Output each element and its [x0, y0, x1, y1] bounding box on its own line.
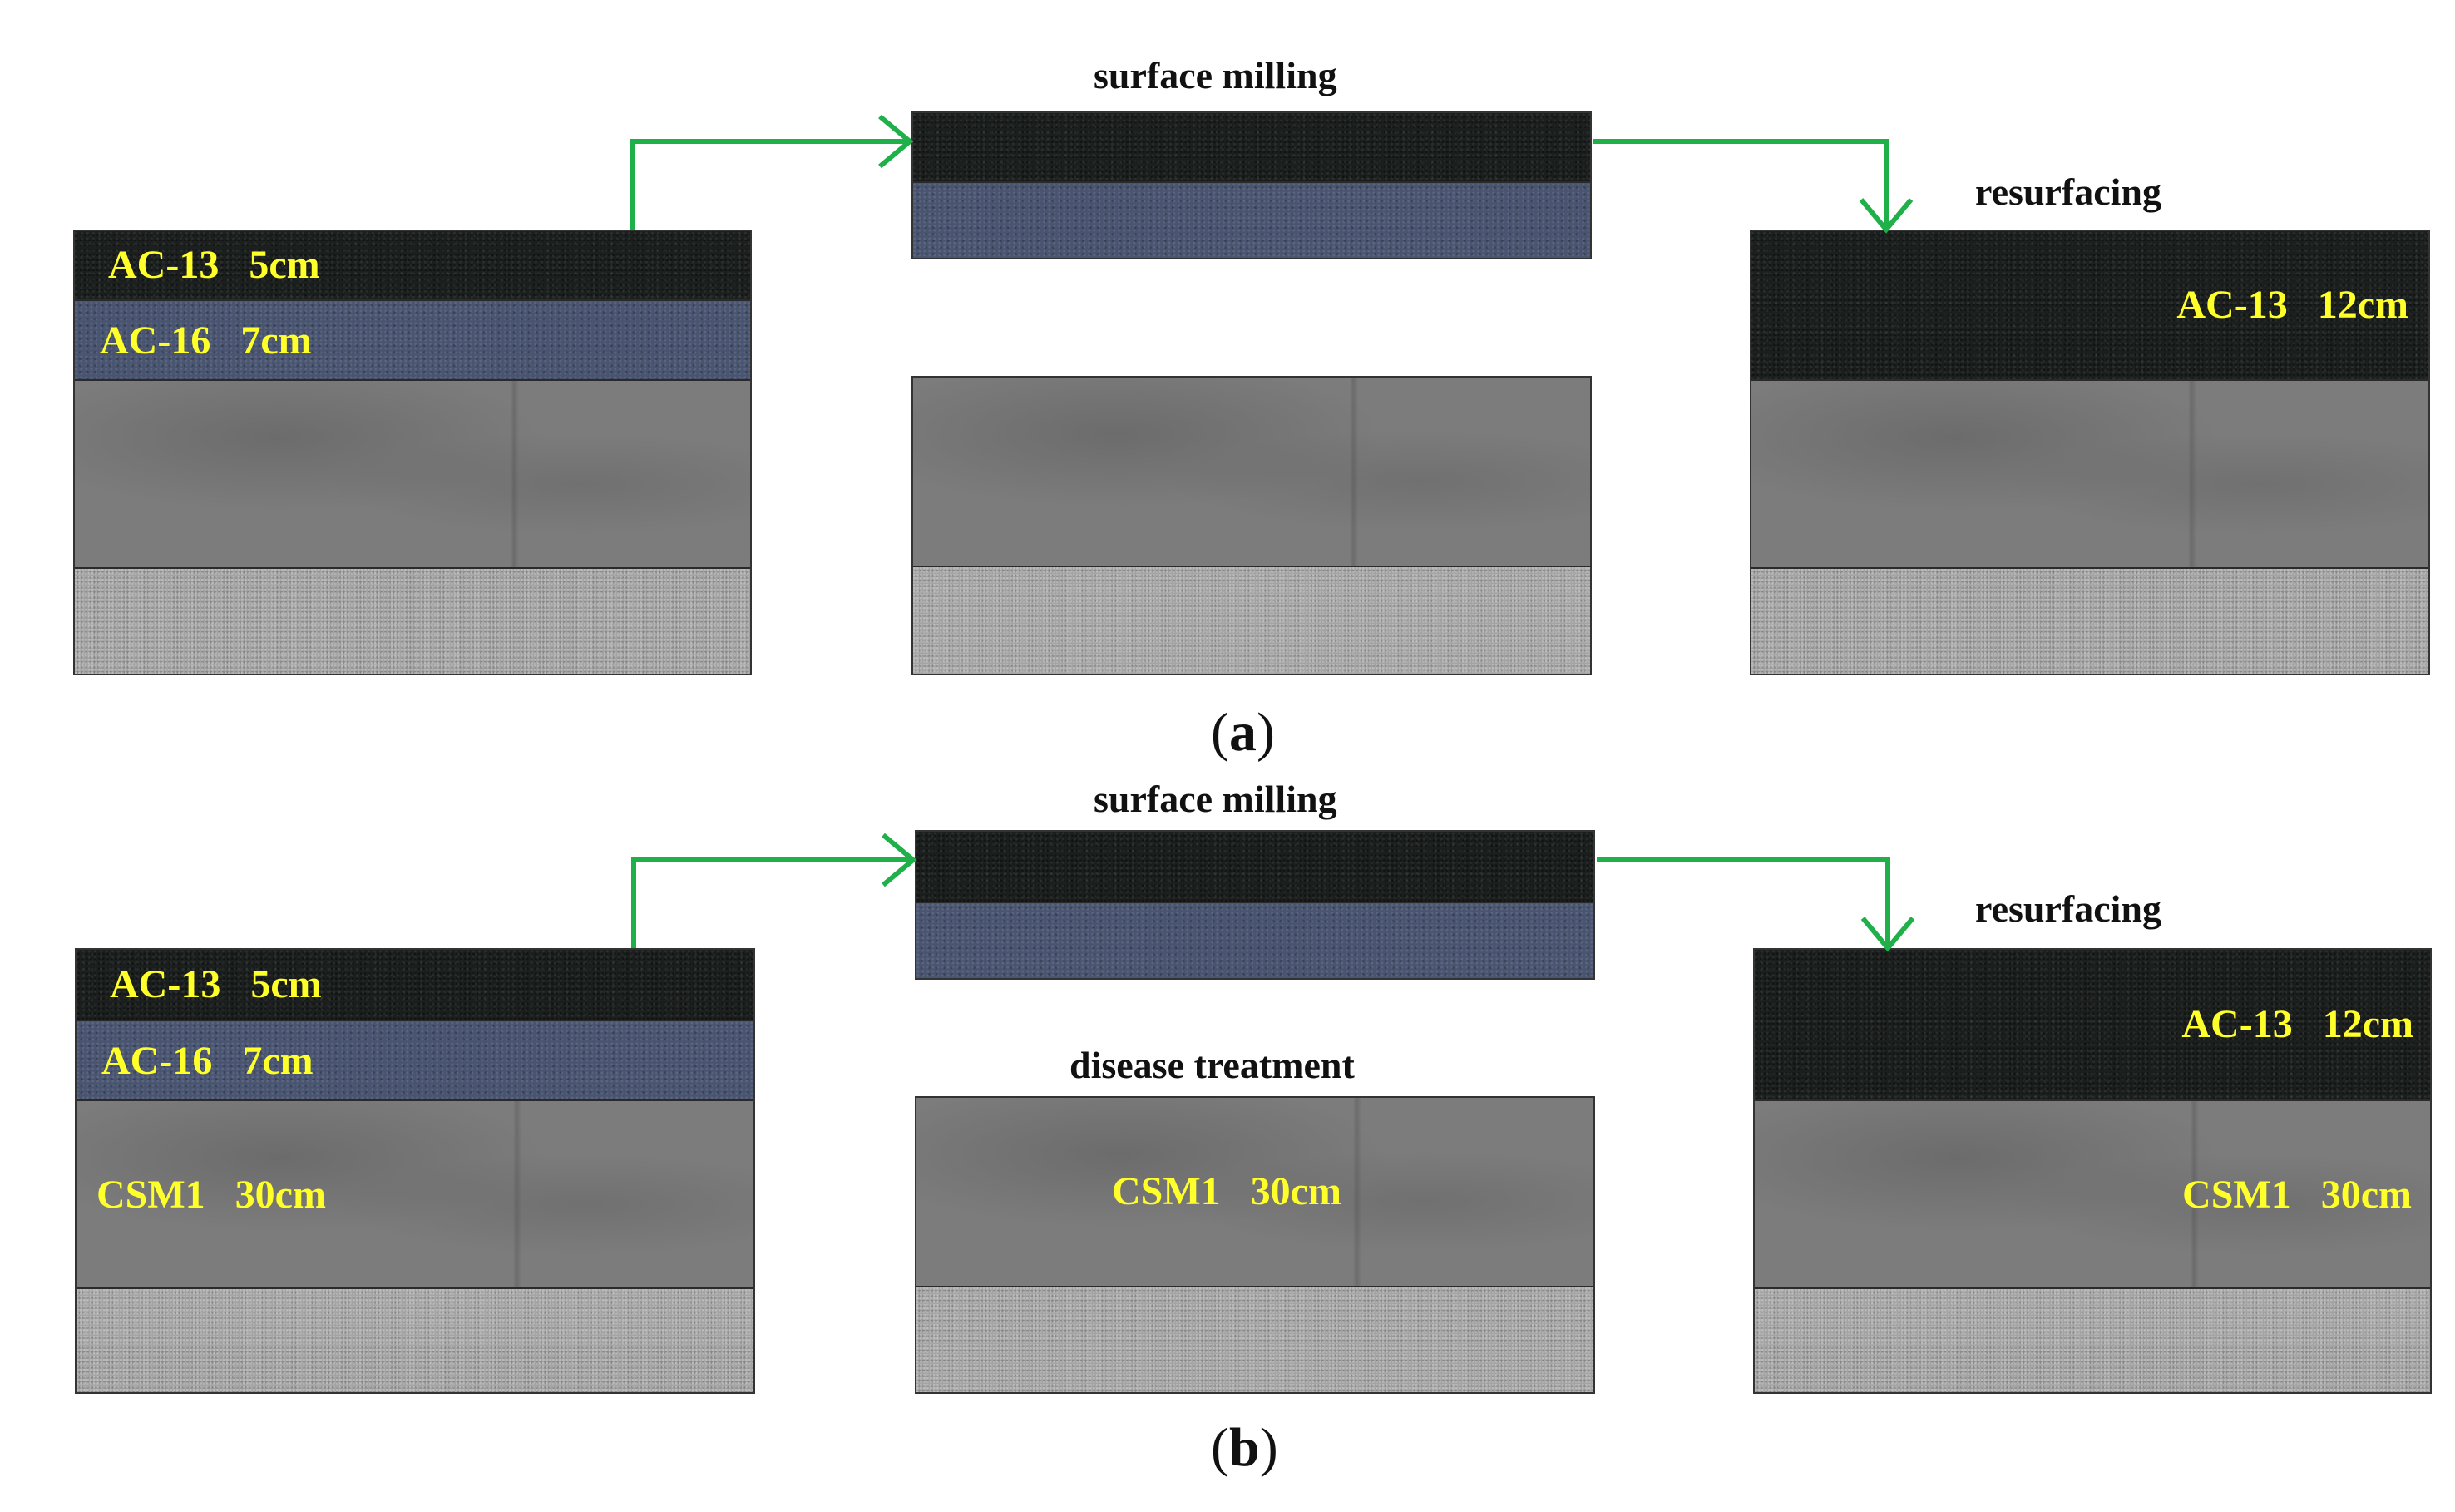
b-resurfaced-pavement: AC-13 12cm CSM1 30cm — [1753, 948, 2432, 1394]
b-original-ac13-layer: AC-13 5cm — [77, 950, 753, 1020]
arrowhead-b-to-resurfacing — [1860, 917, 1915, 952]
b-original-ac16-label: AC-16 7cm — [101, 1039, 314, 1083]
b-resurfaced-ac13-label: AC-13 12cm — [2181, 1002, 2413, 1046]
a-original-subbase-layer — [75, 567, 750, 674]
caption-b-resurfacing: resurfacing — [1975, 887, 2162, 930]
a-remaining-base-layer — [913, 378, 1590, 566]
a-original-ac16-layer: AC-16 7cm — [75, 299, 750, 381]
arrowhead-a-to-milling — [878, 114, 914, 169]
b-original-csm1-label: CSM1 30cm — [96, 1173, 326, 1217]
arrow-b-to-resurfacing — [1597, 857, 1890, 945]
a-original-ac13-label: AC-13 5cm — [108, 243, 320, 287]
caption-a-surface-milling: surface milling — [1094, 54, 1337, 96]
b-original-subbase-layer — [77, 1287, 753, 1392]
a-remaining-subbase-layer — [913, 566, 1590, 674]
arrowhead-b-to-milling — [882, 833, 917, 887]
a-resurfaced-ac13-layer: AC-13 12cm — [1751, 231, 2428, 379]
caption-a-resurfacing: resurfacing — [1975, 170, 2162, 213]
b-treated-csm1-label: CSM1 30cm — [1112, 1169, 1341, 1213]
panel-label-b: (b) — [1211, 1417, 1278, 1478]
caption-b-surface-milling: surface milling — [1094, 778, 1337, 820]
arrowhead-a-to-resurfacing — [1859, 198, 1914, 234]
a-milled-asphalt — [911, 111, 1592, 259]
b-resurfaced-csm1-layer: CSM1 30cm — [1755, 1099, 2430, 1289]
a-original-ac16-label: AC-16 7cm — [100, 319, 312, 363]
arrow-b-to-milling — [631, 857, 910, 948]
a-remaining-base — [911, 376, 1592, 675]
panel-label-a: (a) — [1211, 702, 1275, 763]
b-milled-asphalt — [915, 830, 1595, 980]
arrow-a-to-resurfacing — [1593, 139, 1889, 226]
b-resurfaced-ac13-layer: AC-13 12cm — [1755, 950, 2430, 1099]
b-resurfaced-csm1-label: CSM1 30cm — [2182, 1173, 2412, 1217]
b-treated-csm1-layer: CSM1 30cm — [916, 1098, 1593, 1286]
caption-b-disease-treatment: disease treatment — [1069, 1044, 1355, 1086]
b-treated-base: CSM1 30cm — [915, 1096, 1595, 1394]
b-treated-subbase-layer — [916, 1286, 1593, 1392]
b-milled-ac16-layer — [916, 902, 1593, 978]
a-original-base-layer — [75, 379, 750, 569]
a-resurfaced-ac13-label: AC-13 12cm — [2176, 283, 2408, 327]
arrow-a-to-milling — [630, 139, 906, 230]
a-resurfaced-base-layer — [1751, 379, 2428, 569]
b-original-ac16-layer: AC-16 7cm — [77, 1020, 753, 1101]
a-resurfaced-pavement: AC-13 12cm — [1750, 230, 2430, 675]
b-original-ac13-label: AC-13 5cm — [110, 962, 322, 1006]
a-original-pavement: AC-13 5cm AC-16 7cm — [73, 230, 752, 675]
b-resurfaced-subbase-layer — [1755, 1287, 2430, 1392]
b-original-pavement: AC-13 5cm AC-16 7cm CSM1 30cm — [75, 948, 755, 1394]
a-resurfaced-subbase-layer — [1751, 567, 2428, 674]
a-milled-ac16-layer — [913, 181, 1590, 258]
a-milled-ac13-layer — [913, 113, 1590, 181]
b-original-csm1-layer: CSM1 30cm — [77, 1099, 753, 1289]
b-milled-ac13-layer — [916, 832, 1593, 902]
a-original-ac13-layer: AC-13 5cm — [75, 231, 750, 299]
